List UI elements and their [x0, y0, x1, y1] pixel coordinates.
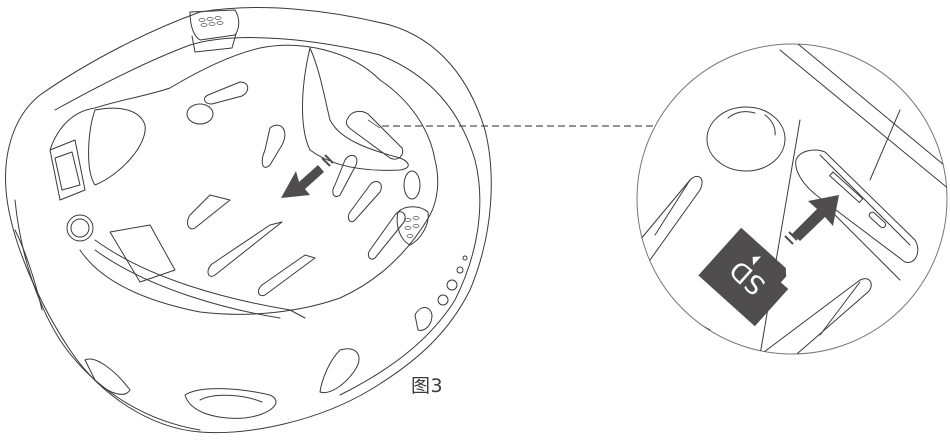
- figure-caption: 图3: [411, 375, 444, 397]
- helmet-illustration: [5, 7, 492, 434]
- magnified-inset: SD: [636, 43, 948, 355]
- sd-card-icon: SD: [698, 227, 789, 327]
- removal-arrow-icon: [281, 154, 334, 198]
- insertion-arrow-icon: [784, 195, 839, 245]
